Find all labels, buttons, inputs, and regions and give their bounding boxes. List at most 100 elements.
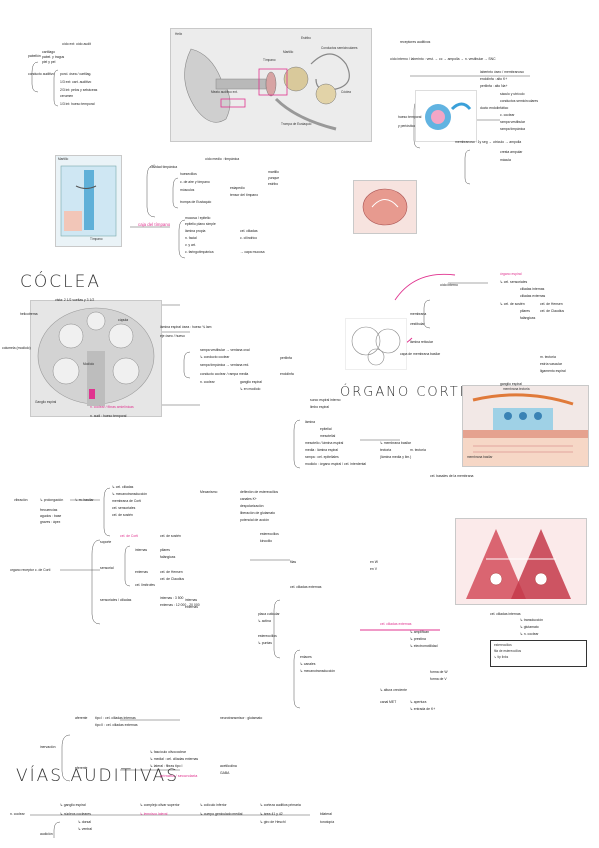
note-line: en W [370, 560, 378, 564]
note-line: bilateral [320, 812, 332, 816]
note-line: m. tectoria [410, 448, 426, 452]
note-line: despolarización [240, 504, 264, 508]
note-line: ↳ cel. ciliadas [112, 485, 134, 489]
heading-coclea: CÓCLEA [20, 272, 101, 292]
note-line: kinocilio [260, 539, 273, 543]
note-line: pilares [520, 309, 530, 313]
note-line: ciliadas externas [520, 294, 546, 298]
vias-subtitle: primaria / secundaria [160, 773, 198, 778]
note-line: lámina espiral ósea : hueso ¾ lam [160, 325, 212, 329]
note-line: vibración [14, 498, 28, 502]
note-line: ↳ glutamato [520, 625, 539, 629]
note-line: tipo I : cel. ciliadas internas [95, 716, 136, 720]
note-line: cúpula [118, 318, 128, 322]
heading-vias-auditivas: VÍAS AUDITIVAS [16, 766, 180, 786]
note-line: c. faringotimpánica [185, 250, 214, 254]
note-line: receptores auditivos [400, 40, 431, 44]
note-line: ↳ área 41 y 42 [260, 812, 283, 816]
note-line: organo receptor c. de Corti [10, 568, 51, 572]
note-line: tensor del tímpano [230, 193, 259, 197]
note-line: graves : ápex [40, 520, 61, 524]
middle-ear-label: Martillo [58, 157, 69, 161]
note-line: forma de W [430, 670, 448, 674]
note-line: cel. de sostén [160, 534, 181, 538]
heading-organo-corti: ÓRGANO CORTI [340, 385, 466, 400]
note-line: y perióstico [398, 124, 416, 128]
note-line: ↳ giro de Heschl [260, 820, 286, 824]
inner-ear-diagram [415, 90, 477, 142]
ear-label: Conductos semicirculares [321, 46, 358, 50]
note-line: n. facial [185, 236, 197, 240]
note-line: cel. ciliadas externas [290, 585, 322, 589]
note-line: capa de membrana basilar [400, 352, 441, 356]
note-line: endolinfa : alto K+ [480, 77, 508, 81]
note-line: cel. de Claudius [540, 309, 565, 313]
note-line: frecuencias [40, 508, 58, 512]
note-line: oído medio : timpánica [205, 157, 240, 161]
note-line: ↳ entrada de K+ [410, 707, 436, 711]
note-line: c. coclear [500, 113, 515, 117]
note-line: lámina reticular [410, 340, 433, 344]
cochlea-sketch [37, 307, 155, 406]
note-line: estría vascular [540, 362, 563, 366]
note-line: ↳ prestina [410, 637, 426, 641]
note-line: 2/3 int: pelos y sebáceas [60, 88, 98, 92]
note-line: piel y pel [42, 60, 56, 64]
note-line: canales K+ [240, 497, 257, 501]
note-line: ciliadas internas [520, 287, 545, 291]
tympanum-sketch [362, 188, 408, 226]
note-line: ligamento espiral [540, 369, 566, 373]
note-line-highlight: caja del tímpano [138, 222, 171, 227]
note-line: limbo espiral [310, 405, 330, 409]
note-line: tonotopía [320, 820, 335, 824]
note-line: ↳ mecanotransducción [112, 492, 148, 496]
note-line: estribo [268, 182, 279, 186]
note-line: sensoriales / ciliadas [100, 598, 132, 602]
note-line: ↳ colículo inferior [200, 803, 227, 807]
note-line: mucosa / epitelio [185, 216, 211, 220]
note-line: canal MET [380, 700, 397, 704]
hair-cell-figure [455, 518, 587, 605]
note-line: columela (modiolo) [2, 346, 31, 350]
note-line: ↳ membrana basilar [380, 441, 411, 445]
note-line: vista: 2 1/2 vueltas y 3 1/2 [55, 298, 95, 302]
note-line: rampa timpánica [500, 127, 526, 131]
note-line-highlight: órgano espiral [500, 272, 522, 276]
note-line: cel. de Claudius [160, 577, 185, 581]
note-line: ↳ dorsal [78, 820, 92, 824]
note-line: modiolo : órgano espiral / cel. interden… [305, 462, 367, 466]
note-line: cel. de Hensen [160, 570, 183, 574]
hair-right-line: fila de estereocilios [494, 649, 522, 653]
note-line: cel. ciliadas [240, 229, 258, 233]
note-line: porci. ósea / cartilag. [60, 72, 92, 76]
note-line: inervación [40, 745, 56, 749]
note-line: ganglio espiral [500, 382, 522, 386]
ear-label: Tímpano [263, 58, 276, 62]
middle-ear-diagram: Martillo Tímpano [55, 155, 122, 247]
note-line: lámina [305, 420, 315, 424]
note-line: agudos : base [40, 514, 62, 518]
organ-label: membrana basilar [467, 455, 493, 459]
note-line: sáculo y utrículo [500, 92, 525, 96]
ear-label: Meato auditivo ext. [211, 90, 238, 94]
note-line: internas [135, 548, 148, 552]
note-line: 1/3 int: hueso temporal [60, 102, 95, 106]
note-line: estereocilios [260, 532, 279, 536]
note-line: conducto coclear / rampa media [200, 372, 249, 376]
note-line: cerumen [60, 94, 74, 98]
note-line: Mecanismo [200, 490, 218, 494]
note-line: ↳ cel. de sostén [500, 302, 525, 306]
note-line: membranoso : 1y seg → utrículo → ampolla [455, 140, 522, 144]
note-line: falángicas [160, 555, 176, 559]
note-line: ganglio espiral [240, 380, 262, 384]
note-line: externas [185, 605, 199, 609]
note-line: externas : 12 000 - 20 000 [160, 603, 200, 607]
note-line: epitelial [320, 427, 332, 431]
note-line: endolinfa [280, 372, 294, 376]
note-line: cel. basales de la membrana [430, 474, 474, 478]
note-line: martillo [268, 170, 279, 174]
corti-circles-sketch [351, 326, 401, 366]
organ-label: membrana tectoria [503, 387, 530, 391]
note-line-highlight: cel. ciliadas externas [380, 622, 412, 626]
labyrinth-sketch [425, 102, 472, 130]
